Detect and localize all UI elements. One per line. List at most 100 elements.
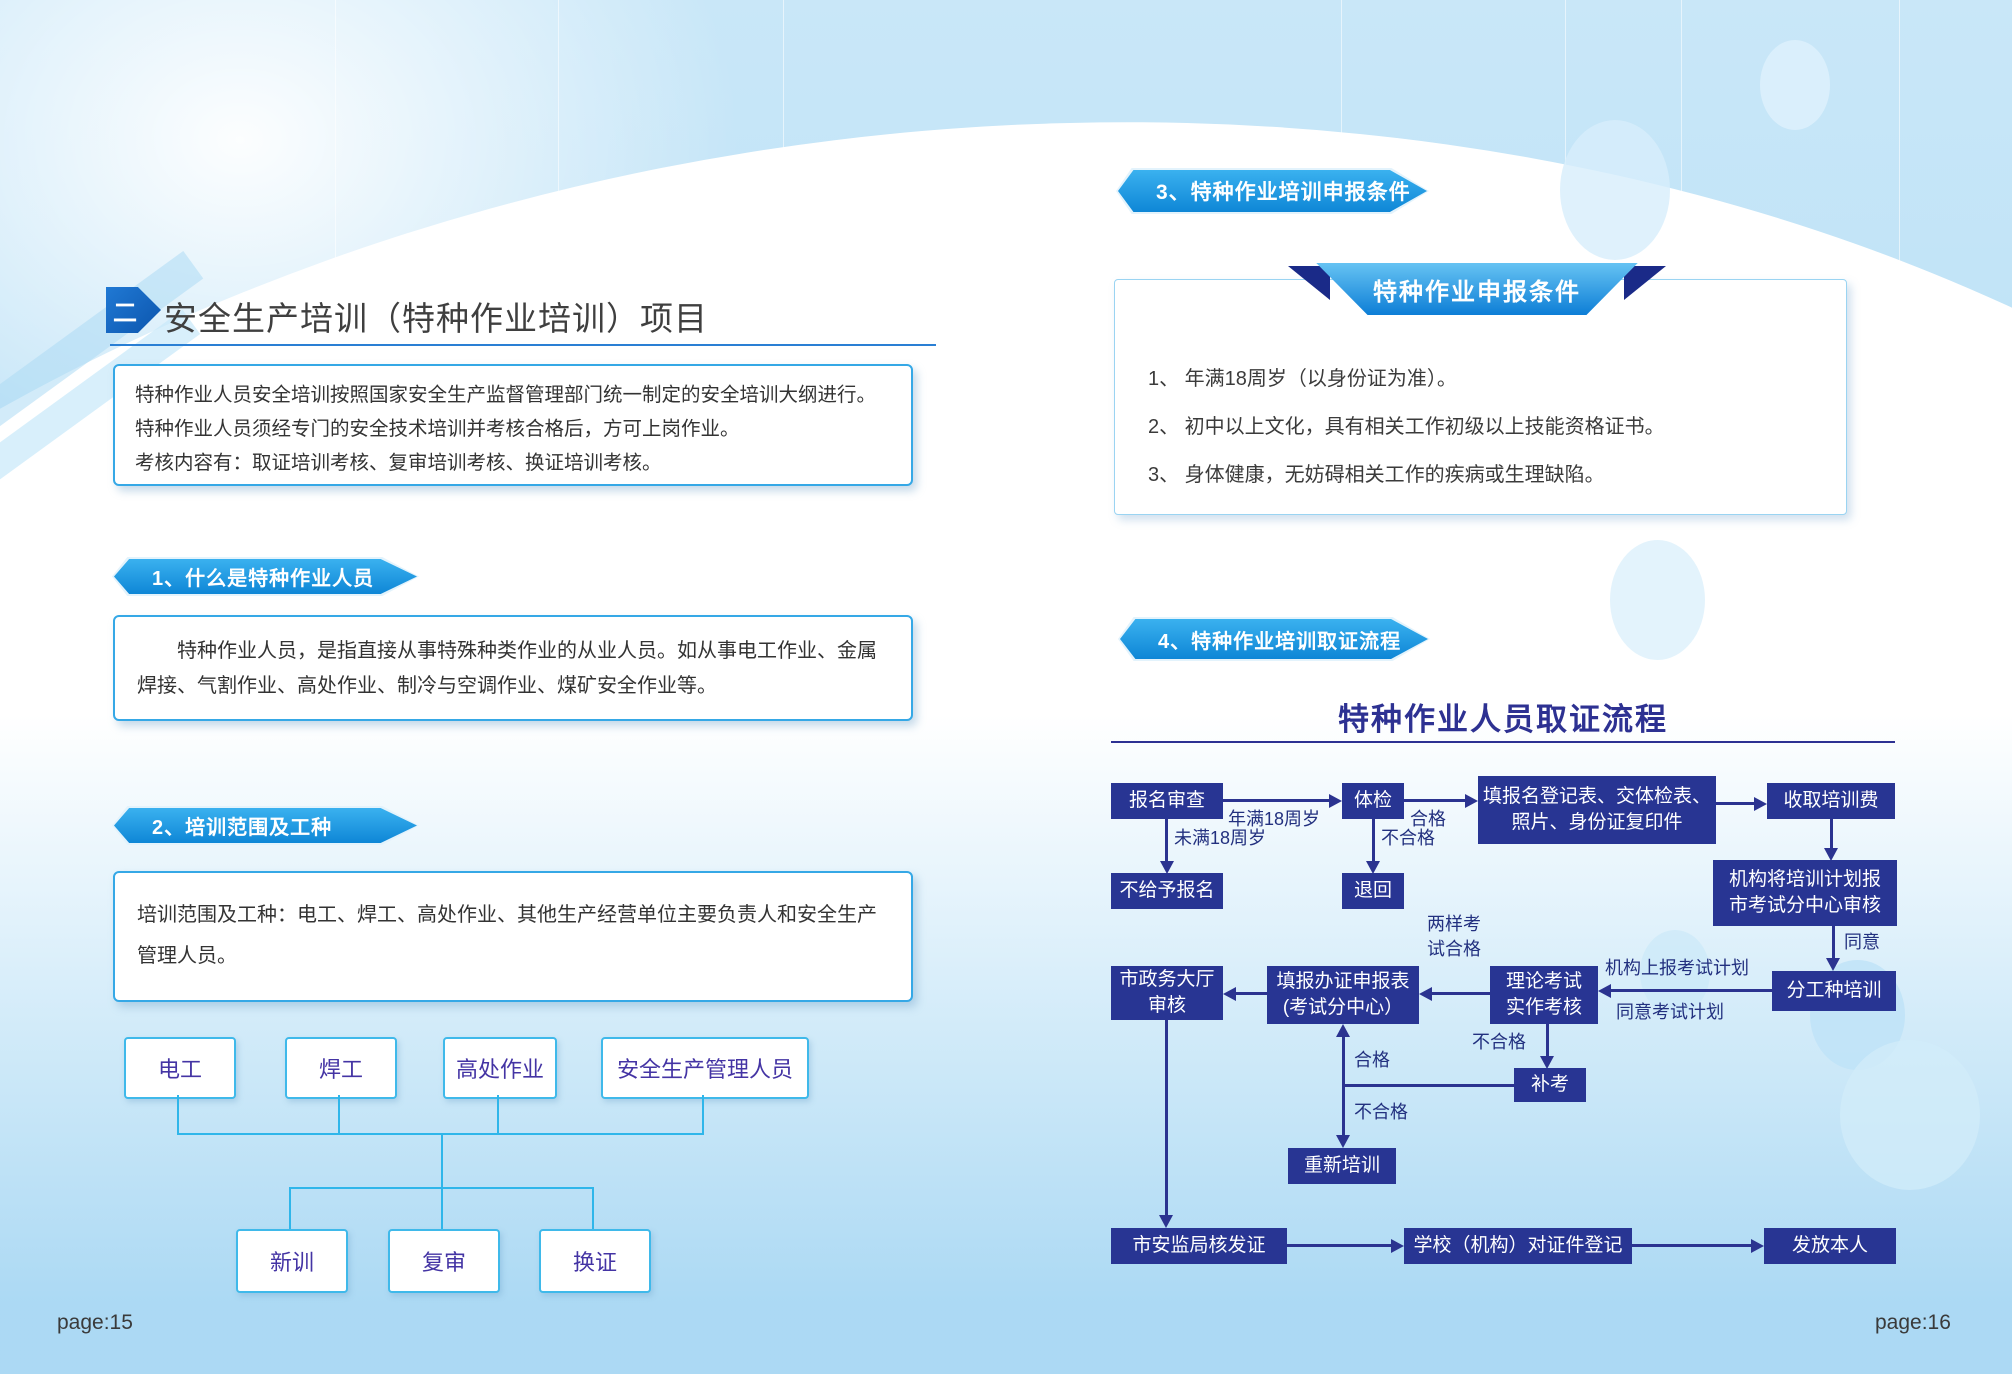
page-number-left: page:15 xyxy=(57,1311,133,1334)
banner-section-2: 2、培训范围及工种 xyxy=(112,806,419,845)
title-underline xyxy=(110,344,936,346)
ribbon-label: 特种作业申报条件 xyxy=(1373,278,1581,306)
certification-flowchart: 报名审查 年满18周岁 体检 合格 填报名登记表、交体检表、 照片、身份证复印件… xyxy=(1100,760,1912,1280)
flow-label: 不合格 xyxy=(1381,828,1435,848)
section-2-body: 培训范围及工种：电工、焊工、高处作业、其他生产经营单位主要负责人和安全生产管理人… xyxy=(113,871,913,1002)
arrowhead-down xyxy=(1159,1215,1173,1228)
flow-line xyxy=(1342,1084,1514,1087)
trade-box-height-work: 高处作业 xyxy=(443,1037,557,1099)
training-box-renew: 换证 xyxy=(539,1229,651,1293)
flow-arrow xyxy=(1830,819,1833,848)
flow-node-physical-exam: 体检 xyxy=(1342,783,1404,819)
flow-node-trade-training: 分工种培训 xyxy=(1772,971,1896,1011)
flow-node-bureau-issue: 市安监局核发证 xyxy=(1111,1228,1287,1264)
flow-label: 同意考试计划 xyxy=(1616,1002,1724,1022)
decor-bubble xyxy=(1760,40,1830,130)
flow-label: 不合格 xyxy=(1472,1032,1526,1052)
flow-label: 年满18周岁 xyxy=(1228,809,1321,829)
arrowhead-down xyxy=(1336,1135,1350,1148)
flow-arrow xyxy=(1223,799,1329,802)
flow-arrow xyxy=(1287,1244,1391,1247)
banner-label: 1、什么是特种作业人员 xyxy=(152,568,375,590)
flowchart-title-underline xyxy=(1111,741,1895,743)
decor-bubble xyxy=(1560,120,1670,260)
banner-section-3: 3、特种作业培训申报条件 xyxy=(1116,168,1429,214)
banner-label: 2、培训范围及工种 xyxy=(152,817,333,839)
page-number-right: page:16 xyxy=(1875,1311,1951,1334)
flow-label: 两样考 试合格 xyxy=(1427,914,1481,959)
connector-line xyxy=(702,1095,704,1133)
banner-label: 4、特种作业培训取证流程 xyxy=(1158,630,1402,653)
flow-label: 合格 xyxy=(1410,809,1446,829)
flowchart-title: 特种作业人员取证流程 xyxy=(1338,702,1668,737)
flow-node-fill-forms: 填报名登记表、交体检表、 照片、身份证复印件 xyxy=(1478,776,1716,844)
arrowhead-right xyxy=(1754,797,1767,811)
flow-label: 合格 xyxy=(1354,1050,1390,1070)
flow-arrow xyxy=(1716,802,1754,805)
flow-node-school-register: 学校（机构）对证件登记 xyxy=(1404,1228,1632,1264)
flow-arrow xyxy=(1611,989,1772,992)
flow-arrow xyxy=(1632,1244,1751,1247)
flow-node-fill-cert-form: 填报办证申报表 (考试分中心） xyxy=(1267,966,1419,1024)
flow-node-retraining: 重新培训 xyxy=(1288,1148,1396,1184)
banner-face: 1、什么是特种作业人员 xyxy=(114,559,417,594)
arrowhead-right xyxy=(1465,794,1478,808)
trade-box-safety-manager: 安全生产管理人员 xyxy=(601,1037,809,1099)
flow-node-deliver: 发放本人 xyxy=(1764,1228,1896,1264)
flow-node-no-register: 不给予报名 xyxy=(1111,873,1223,909)
flow-label: 未满18周岁 xyxy=(1174,828,1267,848)
flow-node-collect-fee: 收取培训费 xyxy=(1767,783,1895,819)
flow-arrow xyxy=(1236,992,1267,995)
connector-line xyxy=(441,1133,443,1189)
section-marker-label: 二 xyxy=(113,299,137,327)
arrowhead-right xyxy=(1329,794,1342,808)
flow-node-return: 退回 xyxy=(1342,873,1404,909)
condition-item: 1、 年满18周岁（以身份证为准）。 xyxy=(1148,368,1457,390)
flow-arrow xyxy=(1404,799,1465,802)
connector-line xyxy=(338,1095,340,1133)
banner-face: 3、特种作业培训申报条件 xyxy=(1118,170,1427,212)
arrowhead-down xyxy=(1366,861,1380,874)
connector-line xyxy=(441,1187,443,1229)
flow-label: 机构上报考试计划 xyxy=(1605,958,1749,978)
connector-line xyxy=(177,1095,179,1133)
flow-arrow xyxy=(1165,1020,1168,1215)
training-box-review: 复审 xyxy=(388,1229,500,1293)
arrowhead-down xyxy=(1826,958,1840,971)
conditions-ribbon: 特种作业申报条件 xyxy=(1316,263,1638,315)
connector-line xyxy=(177,1133,704,1135)
arrowhead-left xyxy=(1419,987,1432,1001)
flow-node-apply-review: 报名审查 xyxy=(1111,783,1223,819)
arrowhead-left xyxy=(1223,987,1236,1001)
banner-label: 3、特种作业培训申报条件 xyxy=(1156,181,1411,204)
conditions-box xyxy=(1114,279,1847,515)
arrowhead-up xyxy=(1336,1024,1350,1037)
connector-line xyxy=(289,1187,291,1229)
banner-face: 4、特种作业培训取证流程 xyxy=(1120,619,1428,659)
flow-arrow xyxy=(1546,1024,1549,1056)
flow-node-theory-exam: 理论考试 实作考核 xyxy=(1490,966,1598,1024)
arrowhead-right xyxy=(1391,1239,1404,1253)
flow-node-org-submit-plan: 机构将培训计划报 市考试分中心审核 xyxy=(1713,860,1897,926)
condition-item: 3、 身体健康，无妨碍相关工作的疾病或生理缺陷。 xyxy=(1148,464,1605,486)
arrowhead-down xyxy=(1824,848,1838,861)
decor-bubble xyxy=(1610,540,1705,660)
connector-line xyxy=(592,1187,594,1229)
arrowhead-down xyxy=(1160,861,1174,874)
intro-text-box: 特种作业人员安全培训按照国家安全生产监督管理部门统一制定的安全培训大纲进行。 特… xyxy=(113,364,913,486)
trade-box-welder: 焊工 xyxy=(285,1037,397,1099)
flow-arrow xyxy=(1372,819,1375,861)
arrowhead-left xyxy=(1598,984,1611,998)
page-title: 安全生产培训（特种作业培训）项目 xyxy=(164,300,708,337)
arrowhead-down xyxy=(1540,1056,1554,1069)
flow-node-makeup-exam: 补考 xyxy=(1514,1068,1586,1102)
flow-arrow xyxy=(1165,819,1168,861)
decor-bubble xyxy=(1840,1040,1980,1190)
flow-label: 不合格 xyxy=(1354,1102,1408,1122)
training-box-new: 新训 xyxy=(236,1229,348,1293)
condition-item: 2、 初中以上文化，具有相关工作初级以上技能资格证书。 xyxy=(1148,416,1665,438)
arrowhead-right xyxy=(1751,1239,1764,1253)
flow-arrow xyxy=(1432,992,1490,995)
banner-section-4: 4、特种作业培训取证流程 xyxy=(1118,617,1430,661)
